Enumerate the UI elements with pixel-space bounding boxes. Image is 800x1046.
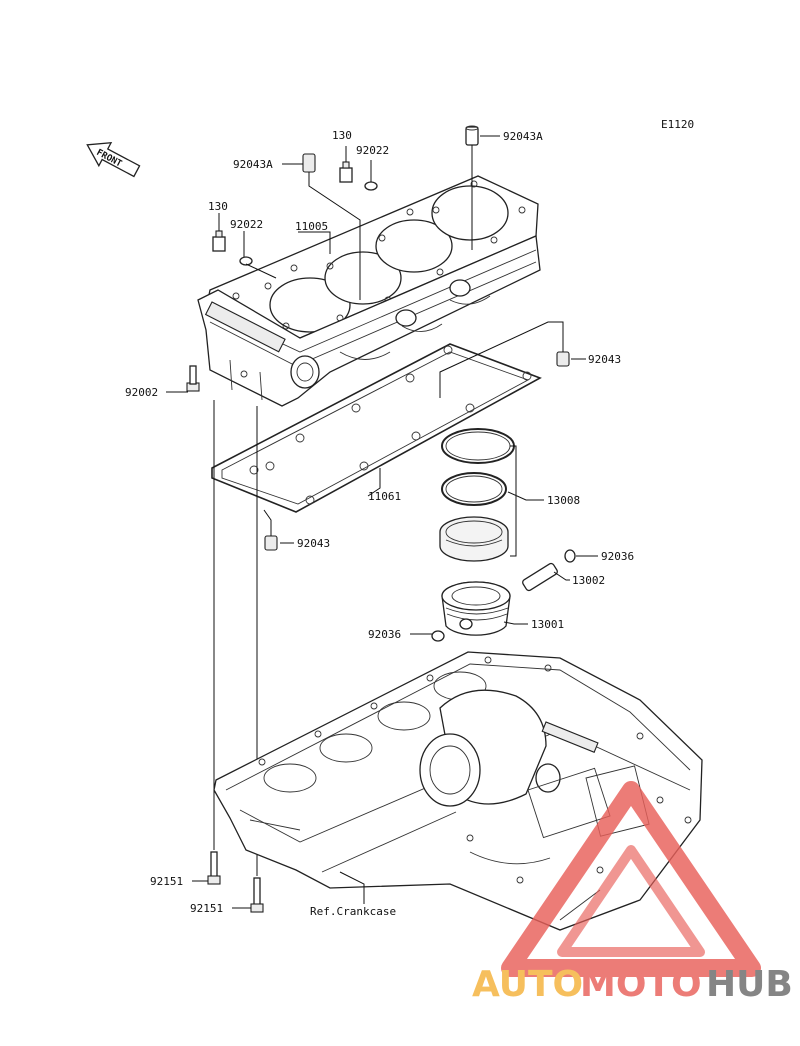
label-11005: 11005	[295, 220, 328, 233]
watermark-auto: AUTO	[472, 964, 583, 1005]
label-92022-top: 92022	[356, 144, 389, 157]
label-92043A-right: 92043A	[503, 130, 543, 143]
watermark-logo: AUTO MOTO HUB	[472, 781, 793, 1005]
label-13008: 13008	[547, 494, 580, 507]
dowel-pin-92043-right	[556, 351, 570, 367]
label-13002: 13002	[572, 574, 605, 587]
label-92043-lower: 92043	[297, 537, 330, 550]
label-92036-right: 92036	[601, 550, 634, 563]
diagram-code: E1120	[661, 118, 694, 131]
watermark-hub: HUB	[706, 964, 793, 1005]
washer-92022-left	[239, 256, 253, 266]
piston-pin	[522, 562, 558, 592]
cylinder-block	[197, 235, 541, 407]
stud-bolt-92151-a	[207, 851, 221, 885]
label-92036-left: 92036	[368, 628, 401, 641]
circlip-92036-left	[431, 630, 445, 642]
label-ref-crankcase: Ref.Crankcase	[310, 905, 396, 918]
circlip-92036-right	[564, 549, 576, 563]
piston	[441, 581, 511, 636]
watermark-moto: MOTO	[580, 964, 702, 1005]
label-92151-b: 92151	[190, 902, 223, 915]
stud-bolt-92002	[186, 365, 200, 392]
label-92002: 92002	[125, 386, 158, 399]
base-gasket	[211, 343, 542, 513]
leader-lines	[166, 135, 598, 909]
dowel-pin-92043A-left	[302, 153, 316, 173]
label-11061: 11061	[368, 490, 401, 503]
label-92151-a: 92151	[150, 875, 183, 888]
piston-rings	[439, 428, 515, 562]
dowel-pin-92043A-right	[465, 125, 479, 146]
label-130-left: 130	[208, 200, 228, 213]
bolt-130-left	[212, 230, 226, 252]
washer-92022-top	[364, 181, 378, 191]
front-arrow-icon: FRONT	[86, 142, 141, 178]
label-92022-left: 92022	[230, 218, 263, 231]
bolt-130-top	[339, 161, 353, 183]
label-13001: 13001	[531, 618, 564, 631]
dowel-pin-92043-lower	[264, 535, 278, 551]
label-130-top: 130	[332, 129, 352, 142]
stud-bolt-92151-b	[250, 877, 264, 913]
label-92043A-left: 92043A	[233, 158, 273, 171]
label-92043-right: 92043	[588, 353, 621, 366]
